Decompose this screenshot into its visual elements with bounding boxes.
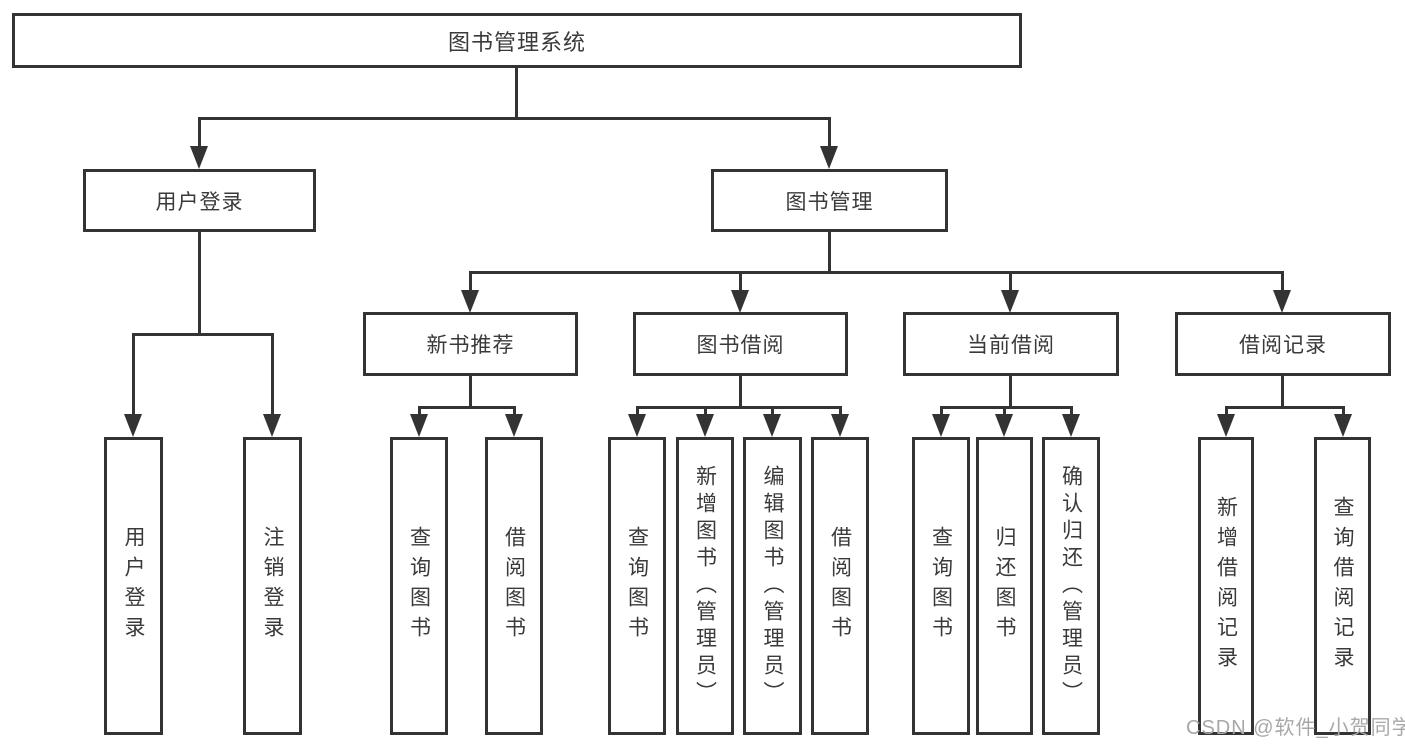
leaf-borrow-add-books-admin-label: 新增图书（管理员） [693,464,717,708]
connector-to-current-confirm [1070,406,1073,418]
node-book-management: 图书管理 [711,169,948,232]
connector-to-new-book-recommend [469,271,472,293]
leaf-current-return-books: 归还图书 [976,437,1033,735]
connector-to-user-login [198,117,201,153]
leaf-record-add-borrow-record-label: 新增借阅记录 [1214,496,1238,676]
node-user-login-label: 用户登录 [155,190,244,214]
arrow-down-icon [995,414,1013,437]
connector-to-current-return [1003,406,1006,418]
connector-to-record-add [1225,406,1228,418]
connector-to-record-query [1342,406,1345,418]
arrow-down-icon [263,414,281,437]
node-root-library-system: 图书管理系统 [12,13,1022,68]
connector-recommend-stem [469,376,472,409]
node-book-management-label: 图书管理 [785,190,874,214]
arrow-down-icon [1273,290,1291,313]
connector-to-recommend-borrow [513,406,516,418]
node-borrow-record: 借阅记录 [1175,312,1391,376]
connector-to-borrow-edit [771,406,774,418]
leaf-user-login-label: 用户登录 [122,526,145,646]
leaf-recommend-borrow-books-label: 借阅图书 [502,526,526,646]
arrow-down-icon [1001,290,1019,313]
arrow-down-icon [932,414,950,437]
leaf-borrow-borrow-books: 借阅图书 [811,437,869,735]
arrow-down-icon [696,414,714,437]
node-user-login: 用户登录 [83,169,316,232]
arrow-down-icon [1217,414,1235,437]
connector-to-recommend-query [418,406,421,418]
leaf-record-query-borrow-record: 查询借阅记录 [1314,437,1371,735]
leaf-current-return-books-label: 归还图书 [993,526,1016,646]
arrow-down-icon [124,414,142,437]
csdn-watermark: CSDN @软件_小贺同学 [1186,717,1405,739]
leaf-current-confirm-return-admin: 确认归还（管理员） [1042,437,1100,735]
node-book-borrow-label: 图书借阅 [696,334,785,357]
leaf-recommend-query-books-label: 查询图书 [407,526,431,646]
leaf-logout: 注销登录 [243,437,302,735]
connector-record-stem [1281,376,1284,409]
connector-recommend-branch [418,406,516,409]
node-current-borrow-label: 当前借阅 [967,334,1055,357]
connector-book-management-branch [469,271,1282,274]
node-new-book-recommend-label: 新书推荐 [426,334,515,357]
leaf-borrow-query-books: 查询图书 [608,437,666,735]
leaf-logout-label: 注销登录 [261,526,284,646]
connector-root-stem [515,68,518,118]
connector-current-stem [1009,376,1012,409]
arrow-down-icon [628,414,646,437]
arrow-down-icon [1334,414,1352,437]
node-borrow-record-label: 借阅记录 [1239,334,1327,357]
connector-to-current-borrow [1009,271,1012,293]
node-current-borrow: 当前借阅 [903,312,1119,376]
node-new-book-recommend: 新书推荐 [363,312,578,376]
leaf-borrow-add-books-admin: 新增图书（管理员） [676,437,734,735]
arrow-down-icon [461,290,479,313]
connector-to-book-borrow [739,271,742,293]
leaf-recommend-query-books: 查询图书 [390,437,448,735]
arrow-down-icon [1062,414,1080,437]
leaf-user-login: 用户登录 [104,437,163,735]
connector-root-branch [198,117,831,120]
connector-to-current-query [940,406,943,418]
arrow-down-icon [731,290,749,313]
leaf-borrow-edit-books-admin: 编辑图书（管理员） [743,437,802,735]
connector-book-management-stem [828,232,831,274]
connector-borrow-stem [739,376,742,409]
connector-borrow-branch [636,406,842,409]
arrow-down-icon [190,146,208,169]
connector-user-login-branch [132,333,274,336]
connector-current-branch [940,406,1073,409]
connector-to-borrow-borrow [839,406,842,418]
connector-to-borrow-add [704,406,707,418]
leaf-record-query-borrow-record-label: 查询借阅记录 [1331,496,1354,676]
leaf-record-add-borrow-record: 新增借阅记录 [1198,437,1254,735]
leaf-borrow-edit-books-admin-label: 编辑图书（管理员） [761,464,784,708]
connector-to-leaf-user-login [132,333,135,419]
connector-to-book-management [828,117,831,153]
arrow-down-icon [763,414,781,437]
node-book-borrow: 图书借阅 [633,312,848,376]
leaf-current-query-books: 查询图书 [912,437,970,735]
arrow-down-icon [831,414,849,437]
leaf-current-query-books-label: 查询图书 [929,526,953,646]
connector-record-branch [1225,406,1345,409]
arrow-down-icon [505,414,523,437]
connector-to-borrow-query [636,406,639,418]
leaf-borrow-query-books-label: 查询图书 [625,526,649,646]
connector-user-login-stem [198,232,201,336]
leaf-current-confirm-return-admin-label: 确认归还（管理员） [1059,464,1083,708]
leaf-recommend-borrow-books: 借阅图书 [485,437,543,735]
connector-to-borrow-record [1281,271,1284,293]
leaf-borrow-borrow-books-label: 借阅图书 [828,526,852,646]
node-root-label: 图书管理系统 [447,29,586,55]
arrow-down-icon [410,414,428,437]
arrow-down-icon [820,146,838,169]
connector-to-leaf-logout [271,333,274,419]
